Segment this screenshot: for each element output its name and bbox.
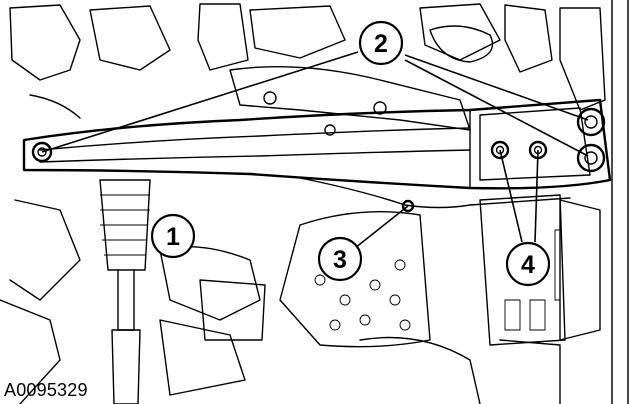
crossmember-beam xyxy=(22,98,612,190)
callout-leaders xyxy=(41,51,589,249)
callout-2-label: 2 xyxy=(374,30,388,58)
callout-4-label: 4 xyxy=(521,251,535,279)
callout-2: 2 xyxy=(358,20,404,66)
figure-identifier: A0095329 xyxy=(4,380,88,400)
callout-3: 3 xyxy=(317,236,363,282)
crossmember-mount-bolts xyxy=(31,107,606,173)
harness-clip xyxy=(299,177,571,213)
side-bracket-panel xyxy=(479,194,566,346)
callout-1-label: 1 xyxy=(166,223,180,251)
callout-3-label: 3 xyxy=(333,246,347,274)
shield-plate xyxy=(279,210,431,348)
callout-1: 1 xyxy=(150,213,196,259)
callout-4: 4 xyxy=(505,241,551,287)
strut-assembly xyxy=(99,179,151,404)
